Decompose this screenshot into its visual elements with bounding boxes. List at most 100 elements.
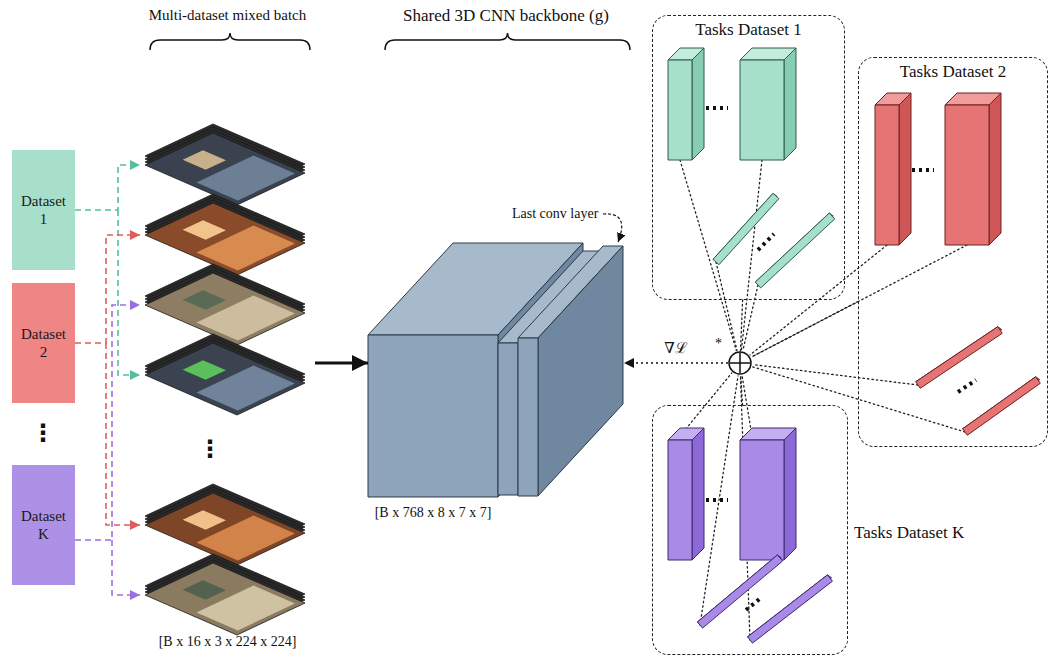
dashed-arrow: [112, 540, 140, 595]
task-layer-side: [692, 48, 704, 160]
gradient-label: ∇ℒ: [662, 339, 689, 357]
frame-detail: [183, 150, 226, 170]
task-layer-side: [784, 428, 796, 560]
text-holder: Shared 3D CNN backbone (g): [358, 6, 654, 26]
task-output: [748, 575, 833, 643]
ellipsis-dash: [746, 597, 762, 610]
task-layer-front: [740, 60, 784, 160]
text-holder: [B x 16 x 3 x 224 x 224]: [110, 634, 345, 651]
task-heads: [668, 48, 835, 351]
batch-heading: Multi-dataset mixed batch: [110, 6, 345, 24]
sum-symbol: [728, 351, 752, 375]
video-frames: [145, 124, 305, 635]
task-output: [916, 327, 1002, 389]
task-layer-front: [668, 60, 692, 160]
task-layer-side: [899, 93, 911, 245]
video-frame: [145, 203, 305, 275]
text-holder: ⋮: [28, 419, 58, 448]
frame-detail: [183, 510, 226, 530]
connector: [315, 362, 368, 365]
connector: [75, 165, 140, 210]
task-heading: Tasks Dataset K: [854, 523, 1024, 543]
dotted-link: [743, 285, 758, 350]
dotted-link: [741, 160, 762, 350]
task-heads: [668, 373, 832, 643]
ellipsis-mark: ⋮: [195, 435, 225, 464]
text-holder: Tasks Dataset K: [854, 523, 1024, 543]
dotted-link: [752, 245, 967, 357]
callout-arrow: [603, 214, 622, 242]
ellipsis-dash: [706, 498, 728, 502]
task-group: Tasks Dataset 2: [858, 57, 1048, 447]
dataset-name: Dataset 1: [18, 192, 69, 228]
frame-detail: [183, 360, 226, 380]
frame-detail: [183, 220, 226, 240]
task-layer-side: [784, 48, 796, 160]
text-holder: ∇ℒ: [646, 339, 706, 357]
task-heading: Tasks Dataset 2: [900, 62, 1006, 82]
dataset-name: Dataset K: [18, 507, 69, 543]
connector: [741, 375, 743, 405]
task-layer-front: [740, 440, 784, 560]
task-output: [755, 213, 834, 288]
ellipsis-dash: [958, 380, 976, 392]
connector: [752, 302, 858, 357]
task-heads: [750, 93, 1040, 435]
cnn-backbone: [368, 243, 623, 497]
task-output: [697, 555, 782, 628]
text-holder: Last conv layer: [512, 206, 602, 223]
last-conv-layer-front: [518, 338, 538, 496]
conv-layer-front: [498, 343, 518, 495]
mixed-batch: Multi-dataset mixed batch[B x 16 x 3 x 2…: [140, 120, 315, 625]
sum-plus: [730, 353, 750, 373]
connector: [75, 235, 140, 343]
task-layer-front: [875, 105, 899, 245]
brace: [150, 33, 310, 50]
video-frame: [145, 273, 305, 345]
text-holder: ⋮: [195, 435, 225, 464]
text-holder: *: [715, 336, 727, 353]
dataset-box: Dataset 1: [12, 150, 75, 270]
video-frame: [145, 563, 305, 635]
sum-node: *: [728, 351, 752, 375]
ellipsis-dash: [912, 168, 934, 172]
sum-circle: [729, 352, 751, 374]
task-output: [963, 377, 1041, 436]
connector: [740, 300, 742, 351]
task-layer-front: [945, 105, 989, 245]
tensor-shape: [B x 768 x 8 x 7 x 7]: [348, 505, 518, 522]
dataset-name: Dataset 2: [18, 325, 69, 361]
frame-detail: [183, 580, 226, 600]
tensor-shape: [B x 16 x 3 x 224 x 224]: [110, 634, 345, 651]
task-output: [713, 193, 779, 264]
task-heading: Tasks Dataset 1: [695, 20, 801, 40]
ellipsis-dash: [706, 106, 728, 110]
layer-callout: Last conv layer: [512, 206, 602, 223]
dotted-link: [753, 365, 918, 385]
sum-marker: *: [715, 336, 727, 353]
backbone-heading: Shared 3D CNN backbone (g): [358, 6, 654, 26]
text-holder: Multi-dataset mixed batch: [110, 6, 345, 24]
dataset-box: Dataset 2: [12, 283, 75, 403]
conv-block-front: [368, 335, 498, 497]
task-layer-side: [989, 93, 1001, 245]
connector: [75, 305, 140, 540]
video-frame: [145, 133, 305, 205]
task-group: Tasks Dataset 1: [652, 15, 845, 300]
last-conv-layer-side: [538, 246, 623, 496]
dataset-box: Dataset K: [12, 465, 75, 585]
task-layer-side: [692, 428, 704, 560]
ellipsis-dash: [758, 234, 774, 250]
brace: [385, 33, 630, 50]
cnn-backbone: Shared 3D CNN backbone (g)[B x 768 x 8 x…: [368, 243, 624, 497]
dashed-arrow: [106, 343, 140, 525]
frame-detail: [183, 290, 226, 310]
dotted-link: [700, 376, 738, 625]
task-group: Tasks Dataset K: [652, 405, 848, 655]
text-holder: [B x 768 x 8 x 7 x 7]: [348, 505, 518, 522]
task-layer-front: [668, 440, 692, 560]
connector: [624, 362, 728, 363]
